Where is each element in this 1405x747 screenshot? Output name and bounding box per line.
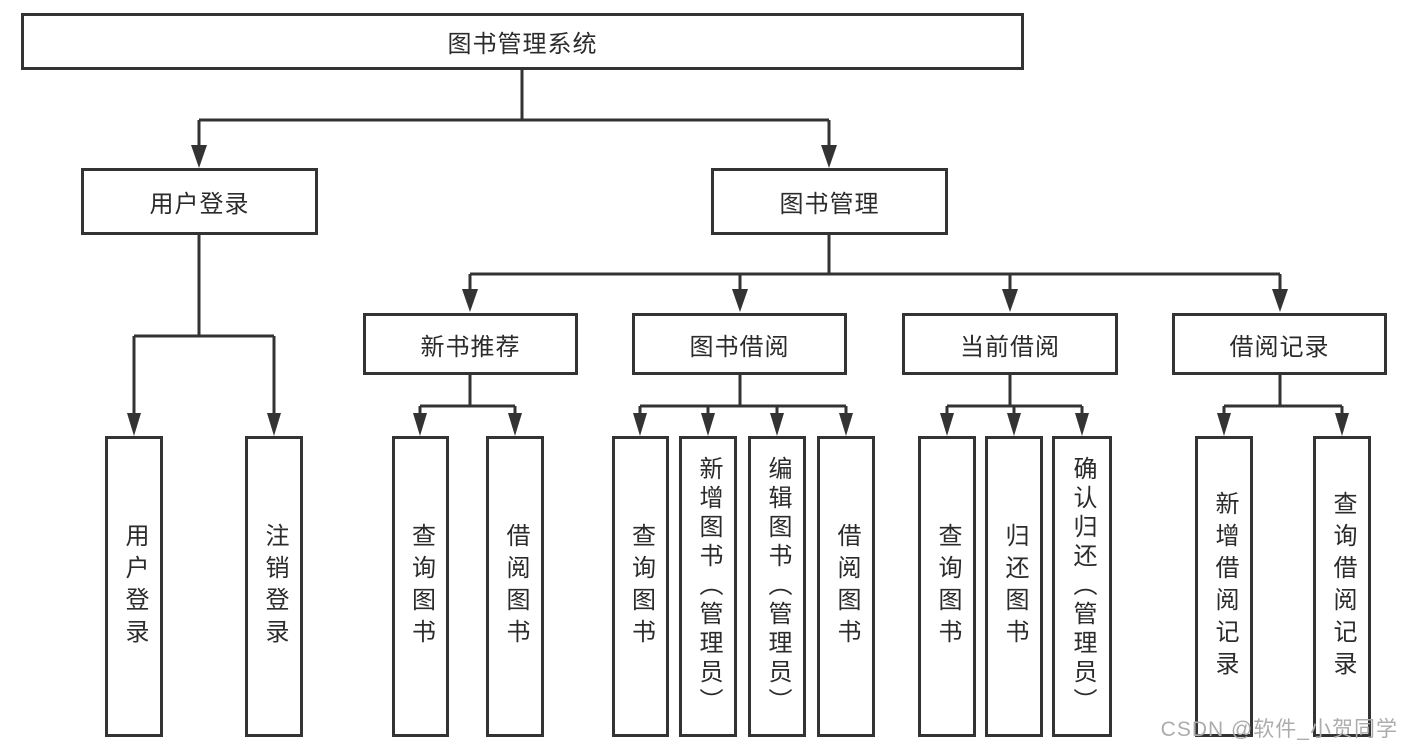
node-user-login-label: 用户登录 <box>149 191 250 218</box>
leaf-recommend-borrow-books: 借阅图书 <box>486 436 544 737</box>
leaf-borrow-query-books: 查询图书 <box>612 436 669 737</box>
arrowheads <box>127 145 1349 436</box>
leaf-return-books: 归还图书 <box>985 436 1043 737</box>
node-root: 图书管理系统 <box>21 13 1024 70</box>
node-borrow-records-label: 借阅记录 <box>1229 333 1330 361</box>
leaf-add-books-admin: 新增图书（管理员） <box>679 436 737 737</box>
node-book-management-label: 图书管理 <box>779 191 880 218</box>
node-current-borrow-label: 当前借阅 <box>960 333 1060 361</box>
leaf-edit-books-admin: 编辑图书（管理员） <box>748 436 806 737</box>
leaf-user-login: 用户登录 <box>105 436 163 737</box>
leaf-borrow-borrow-books: 借阅图书 <box>817 436 875 737</box>
node-current-borrow: 当前借阅 <box>902 313 1118 375</box>
node-new-book-recommend: 新书推荐 <box>363 313 578 375</box>
node-new-book-recommend-label: 新书推荐 <box>420 333 521 361</box>
leaf-query-borrow-record: 查询借阅记录 <box>1313 436 1371 737</box>
node-book-borrow-label: 图书借阅 <box>689 333 790 361</box>
node-book-borrow: 图书借阅 <box>632 313 847 375</box>
leaf-confirm-return-admin: 确认归还（管理员） <box>1052 436 1112 737</box>
leaf-recommend-query-books: 查询图书 <box>392 436 449 737</box>
leaf-current-query-books: 查询图书 <box>918 436 976 737</box>
node-borrow-records: 借阅记录 <box>1172 313 1387 375</box>
csdn-watermark: CSDN @软件_小贺同学 <box>1160 718 1398 741</box>
node-root-label: 图书管理系统 <box>447 31 598 58</box>
leaf-logout: 注销登录 <box>245 436 303 737</box>
leaf-add-borrow-record: 新增借阅记录 <box>1195 436 1253 737</box>
node-user-login: 用户登录 <box>81 168 318 235</box>
node-book-management: 图书管理 <box>711 168 948 235</box>
